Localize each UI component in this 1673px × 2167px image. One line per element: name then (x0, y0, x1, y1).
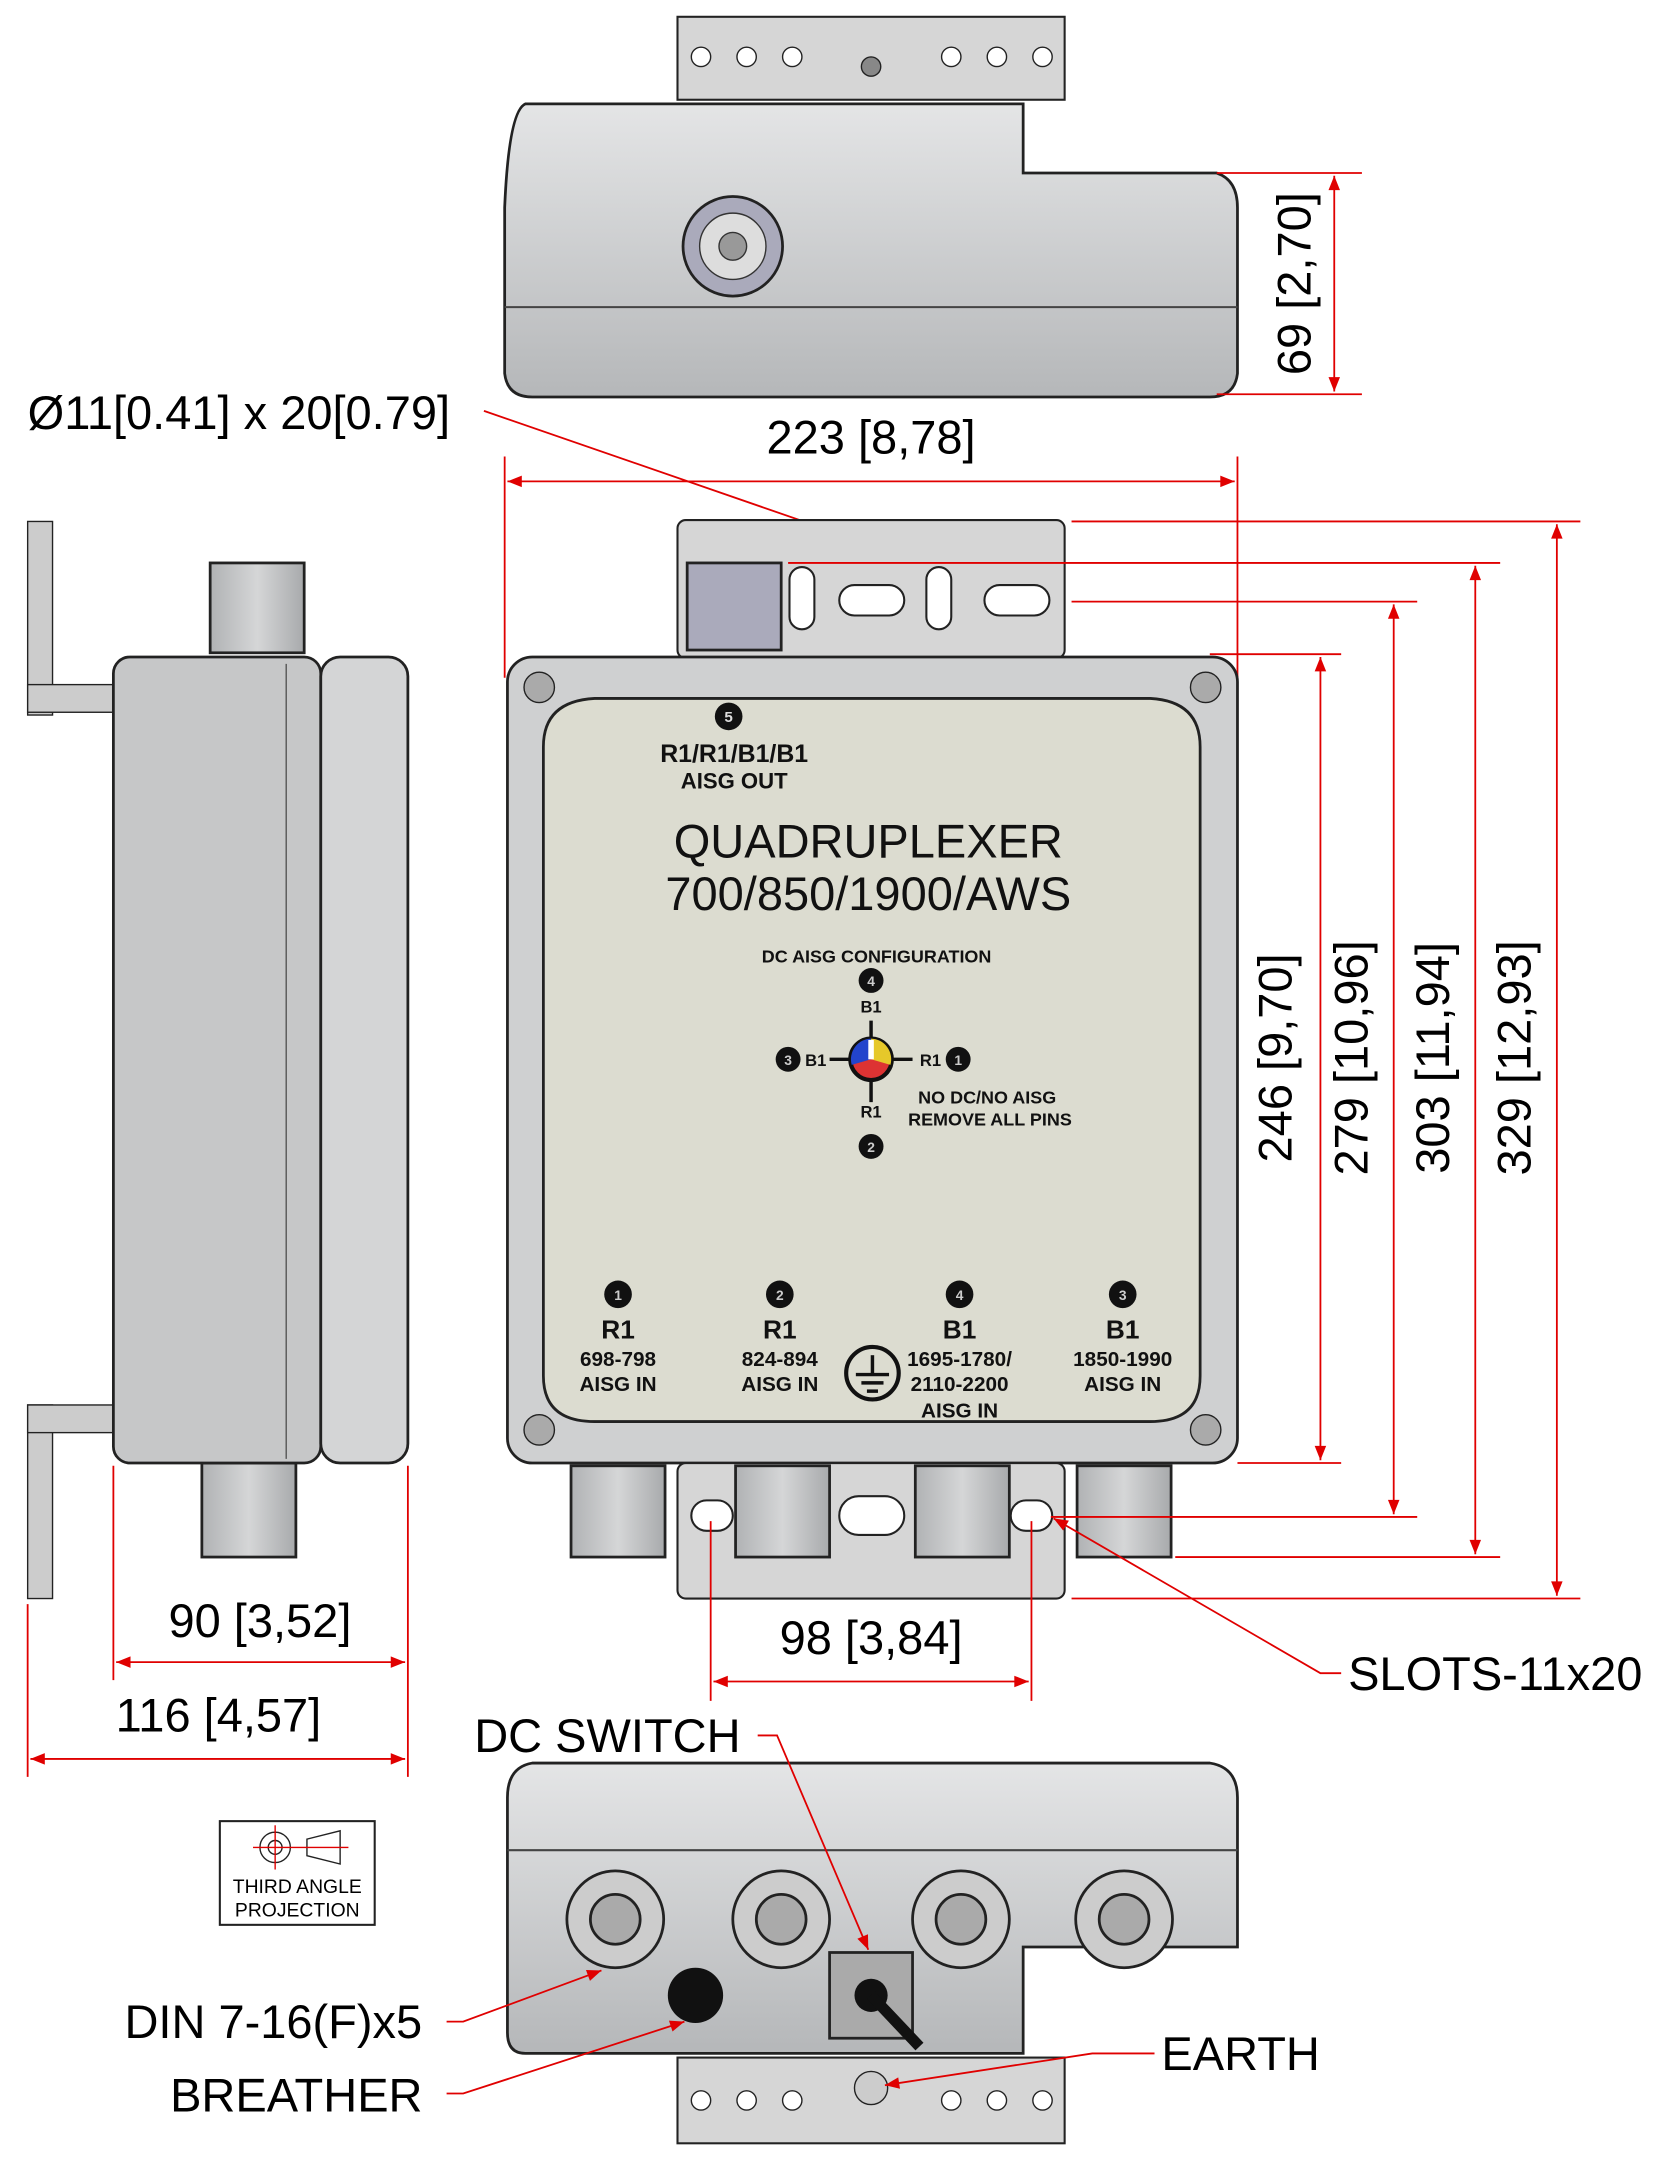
product-bands: 700/850/1900/AWS (665, 867, 1071, 920)
port-freq: 1695-1780/ (907, 1348, 1012, 1371)
port-label: 3 B1 1850-1990 AISG IN (1073, 1280, 1172, 1396)
port-band: R1 (601, 1315, 635, 1345)
dim-329: 329 [12,93] (1488, 940, 1541, 1175)
port-labels: 1 R1 698-798 AISG IN 2 R1 824-894 AISG I… (579, 1280, 1172, 1422)
port-marker (714, 702, 743, 731)
dc-aisg-dial: 4 B1 3 B1 R1 1 R1 2 (775, 968, 971, 1159)
projection-label: THIRD ANGLE (233, 1876, 362, 1898)
dim-depth-90: 90 [3,52] (168, 1594, 351, 1647)
callout-slots: SLOTS-11x20 (1348, 1647, 1642, 1700)
third-angle-projection-symbol: THIRD ANGLE PROJECTION (218, 1820, 376, 1926)
port-band: R1 (763, 1315, 797, 1345)
dial-label: R1 (920, 1051, 941, 1070)
port-label: 1 R1 698-798 AISG IN (579, 1280, 657, 1396)
dim-mount-hole: Ø11[0.41] x 20[0.79] (28, 386, 450, 439)
dim-279: 279 [10,96] (1324, 940, 1377, 1175)
vertical-dimensions: 246 [9,70] 279 [10,96] 303 [11,94] 329 [… (788, 520, 1581, 1600)
port-number: 4 (956, 1287, 964, 1303)
dim-246: 246 [9,70] (1248, 953, 1301, 1162)
dim-top-height: 69 [2,70] (1268, 192, 1321, 375)
dim-depth-116: 116 [4,57] (116, 1688, 322, 1741)
port-freq: 698-798 (580, 1348, 656, 1371)
projection-label: PROJECTION (235, 1900, 360, 1922)
callout-dc-switch: DC SWITCH (474, 1709, 740, 1762)
bottom-view (506, 1761, 1239, 2145)
port-aisg: AISG IN (741, 1373, 818, 1396)
port-aisg: AISG IN (1084, 1373, 1161, 1396)
config-title: DC AISG CONFIGURATION (762, 947, 992, 967)
aisg-out-label: AISG OUT (681, 768, 788, 793)
breather-part (667, 1967, 724, 2024)
dim-303: 303 [11,94] (1406, 942, 1459, 1174)
dim-slot-spacing: 98 [3,84] (780, 1611, 963, 1664)
port-band: B1 (1106, 1315, 1140, 1345)
port-freq: 2110-2200 (911, 1373, 1009, 1396)
top-view: 69 [2,70] (503, 15, 1362, 399)
dial-num: 2 (867, 1139, 875, 1155)
port-label: 4 B1 1695-1780/ 2110-2200 AISG IN (907, 1280, 1012, 1422)
port-aisg: AISG IN (579, 1373, 656, 1396)
dial-num: 4 (867, 973, 875, 989)
port-aisg: AISG IN (921, 1399, 998, 1422)
port-number: 3 (1119, 1287, 1127, 1303)
no-dc-note: REMOVE ALL PINS (908, 1110, 1072, 1130)
product-title: QUADRUPLEXER (674, 814, 1063, 867)
callout-breather: BREATHER (170, 2068, 422, 2121)
front-view: 5 R1/R1/B1/B1 AISG OUT QUADRUPLEXER 700/… (506, 519, 1239, 1600)
port-number: 1 (614, 1287, 622, 1303)
port-number: 2 (776, 1287, 784, 1303)
port-freq: 824-894 (742, 1348, 819, 1371)
port-label: 2 R1 824-894 AISG IN (741, 1280, 819, 1396)
dial-label: B1 (860, 997, 881, 1016)
no-dc-note: NO DC/NO AISG (918, 1088, 1056, 1108)
dim-width: 223 [8,78] (767, 411, 976, 464)
dial-num: 3 (784, 1052, 792, 1068)
port-number: 5 (724, 709, 733, 726)
side-view (26, 520, 410, 1600)
dial-num: 1 (954, 1052, 962, 1068)
port-freq: 1850-1990 (1073, 1348, 1172, 1371)
dial-label: R1 (860, 1102, 881, 1121)
port-band: B1 (943, 1315, 977, 1345)
earth-stud (853, 2070, 889, 2106)
earth-symbol (844, 1344, 901, 1402)
callout-din: DIN 7-16(F)x5 (124, 1995, 422, 2048)
dial-label: B1 (805, 1051, 826, 1070)
callout-earth: EARTH (1161, 2027, 1319, 2080)
aisg-out-ports: R1/R1/B1/B1 (660, 740, 808, 768)
